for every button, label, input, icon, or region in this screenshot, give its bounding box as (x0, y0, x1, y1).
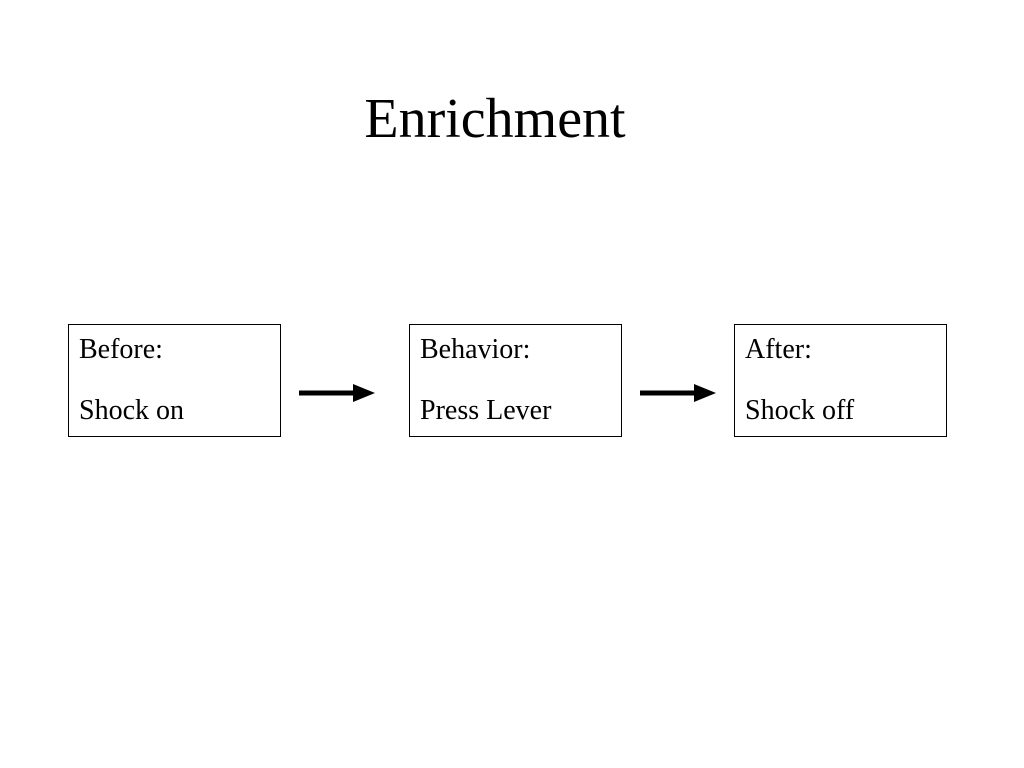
behavior-text: Press Lever (420, 395, 552, 426)
right-arrow-icon (640, 384, 716, 402)
after-heading: After: (745, 334, 812, 365)
before-text: Shock on (79, 395, 184, 426)
slide-title: Enrichment (364, 88, 626, 150)
after-box: After: Shock off (734, 324, 947, 437)
right-arrow-icon (299, 384, 375, 402)
behavior-heading: Behavior: (420, 334, 531, 365)
before-box: Before: Shock on (68, 324, 281, 437)
before-heading: Before: (79, 334, 163, 365)
behavior-box: Behavior: Press Lever (409, 324, 622, 437)
after-text: Shock off (745, 395, 855, 426)
